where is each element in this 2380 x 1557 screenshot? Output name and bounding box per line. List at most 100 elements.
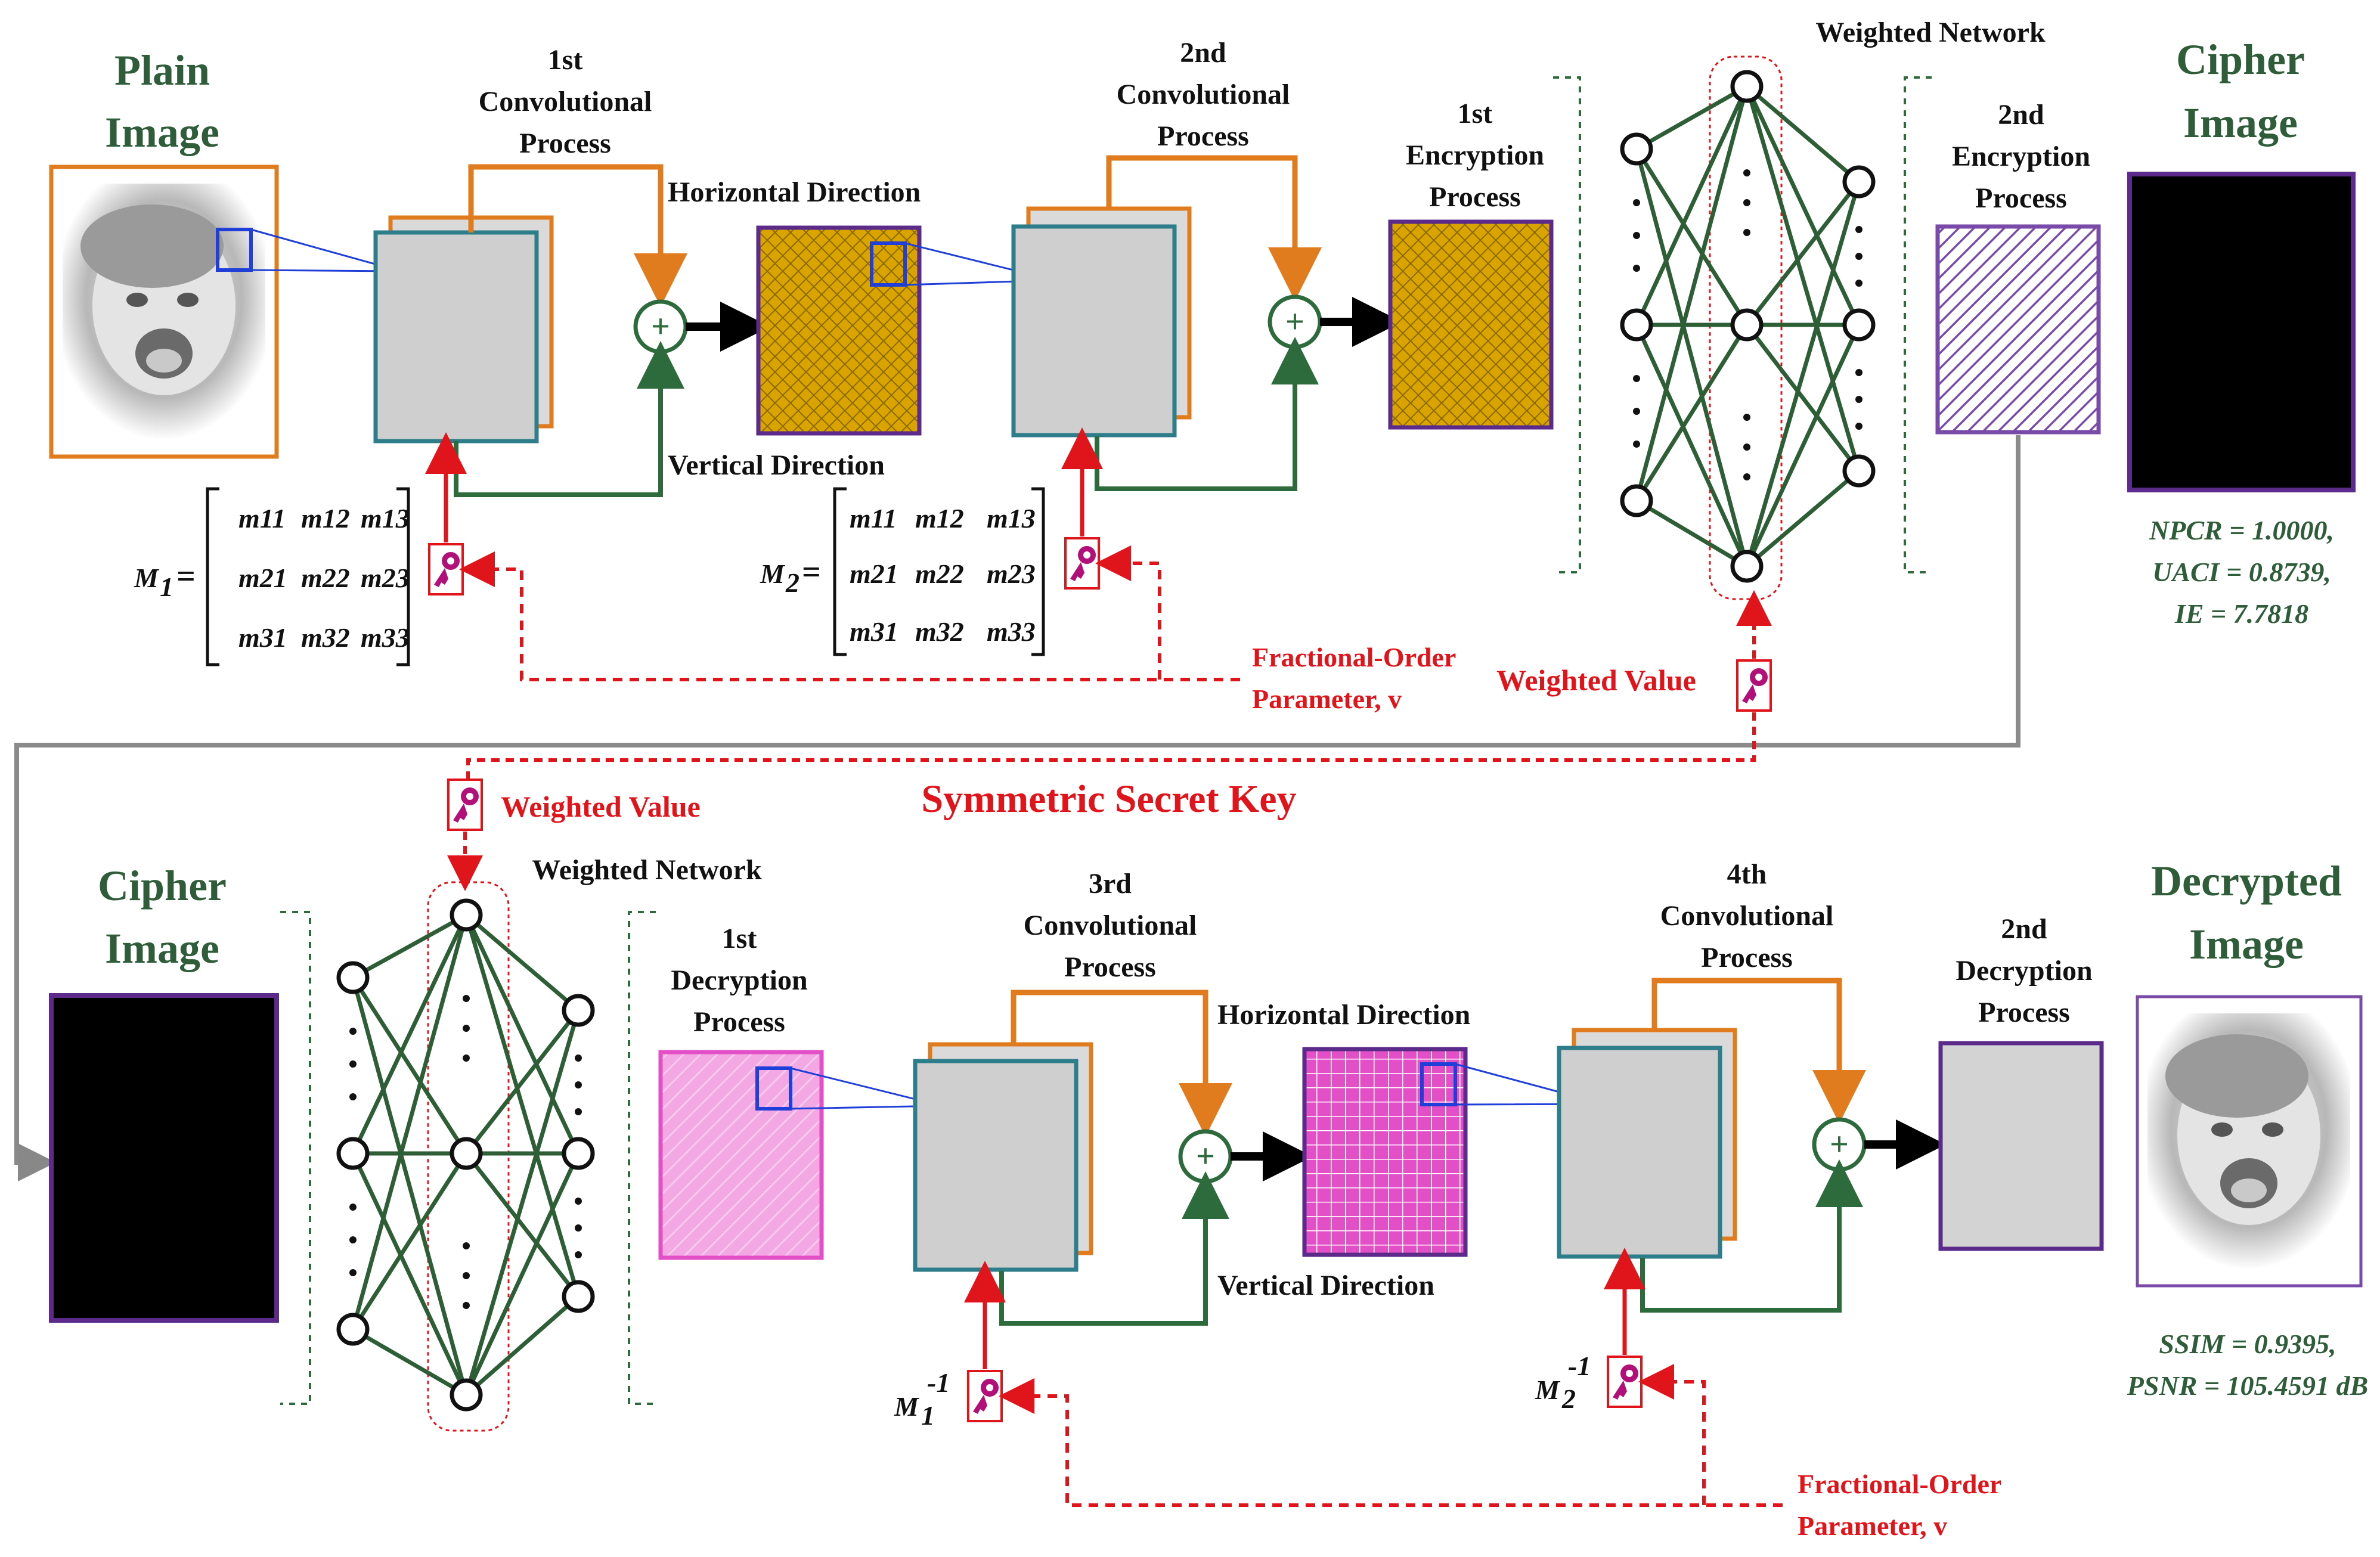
conv4-label-line1: 4th [1727, 858, 1767, 890]
matrix-m2-name: M [760, 559, 786, 589]
encryption-metrics: NPCR = 1.0000, UACI = 0.8739, IE = 7.781… [2149, 515, 2334, 629]
inv-m2-sub: 2 [1561, 1384, 1576, 1414]
m1-cell-12: m12 [301, 503, 350, 534]
bottom-horizontal-direction-label: Horizontal Direction [1217, 999, 1470, 1031]
conv2-label-line3: Process [1157, 120, 1249, 152]
frac-param-to-m2 [1095, 545, 1161, 680]
dec1-label: 1st Decryption Process [671, 923, 807, 1038]
conv2-orange-arrow [1106, 155, 1322, 301]
top-weighted-network-label: Weighted Network [1815, 17, 2046, 48]
bottom-frac-param-line2: Parameter, v [1798, 1511, 1947, 1541]
m2-cell-22: m22 [915, 559, 964, 589]
conv2-label: 2nd Convolutional Process [1117, 37, 1290, 152]
enc2-label-line3: Process [1975, 182, 2067, 214]
plain-image-title: Plain Image [105, 46, 219, 156]
svg-text:=: = [802, 554, 821, 591]
enc2-label: 2nd Encryption Process [1952, 99, 2090, 214]
dec2-label-line2: Decryption [1956, 955, 2092, 987]
key-icon-weighted-bottom [447, 778, 483, 831]
conv4-block [1557, 1028, 1737, 1259]
top-frac-param-line1: Fractional-Order [1252, 642, 1456, 672]
conv2-block [1011, 206, 1192, 438]
top-cipher-title-line2: Image [2183, 99, 2298, 147]
m2-cell-12: m12 [915, 503, 964, 534]
symmetric-secret-key-label: Symmetric Secret Key [921, 777, 1296, 821]
conv3-orange-arrow [1011, 990, 1232, 1137]
conv1-label-line3: Process [519, 128, 611, 159]
key-icon-inv-m1 [967, 1370, 1003, 1422]
top-fractional-param: Fractional-Order Parameter, v [1252, 642, 1456, 714]
bottom-weighted-network [351, 913, 581, 1397]
bottom-net-hidden-highlight [427, 881, 510, 1432]
conv3-label: 3rd Convolutional Process [1024, 868, 1197, 983]
m2-cell-31: m31 [850, 616, 898, 647]
bottom-net-bracket-right [628, 911, 656, 1405]
enc1-label-line3: Process [1429, 181, 1521, 213]
m2-cell-33: m33 [987, 616, 1036, 647]
top-cipher-image [2127, 172, 2356, 492]
bottom-cipher-title-line1: Cipher [98, 862, 227, 910]
m1-cell-31: m31 [238, 622, 287, 653]
conv1-block [373, 215, 554, 443]
sum-node-1: + [633, 299, 688, 354]
conv3-block [913, 1042, 1093, 1272]
horizontal-direction-label: Horizontal Direction [668, 176, 921, 208]
bottom-network-ellipses [349, 995, 582, 1309]
bottom-cipher-image [49, 993, 279, 1323]
bottom-cipher-image-title: Cipher Image [98, 862, 227, 972]
metric-psnr: PSNR = 105.4591 dB [2127, 1370, 2368, 1401]
svg-text:+: + [1830, 1126, 1849, 1163]
bottom-weighted-network-label: Weighted Network [532, 854, 762, 886]
conv4-label-line3: Process [1701, 942, 1793, 973]
inv-m1-name: M [894, 1391, 920, 1422]
enc1-block [1388, 219, 1554, 430]
symmetric-key-link [466, 712, 1756, 781]
conv1-label-line2: Convolutional [479, 86, 652, 117]
m2-cell-23: m23 [987, 559, 1036, 589]
inv-m1-sub: 1 [921, 1400, 935, 1431]
bottom-vertical-direction-label: Vertical Direction [1217, 1270, 1434, 1301]
matrix-m2-sub: 2 [785, 567, 799, 598]
decrypted-image [2136, 995, 2363, 1288]
top-weighted-value-label: Weighted Value [1496, 663, 1696, 697]
conv1-label-line1: 1st [548, 44, 583, 76]
conv1-orange-arrow [468, 164, 687, 307]
metric-uaci: UACI = 0.8739, [2152, 557, 2331, 587]
vertical-direction-label: Vertical Direction [668, 449, 885, 481]
m1-cell-11: m11 [238, 503, 286, 534]
sum-node-3: + [1178, 1129, 1233, 1184]
key-icon-m2 [1064, 537, 1100, 590]
metric-ssim: SSIM = 0.9395, [2159, 1329, 2336, 1359]
horizontal-encrypted-block [756, 225, 1055, 436]
bottom-cipher-title-line2: Image [105, 925, 219, 972]
m2-cell-11: m11 [850, 503, 897, 534]
bottom-fractional-param: Fractional-Order Parameter, v [1798, 1469, 2001, 1541]
m1-cell-21: m21 [238, 563, 287, 593]
conv1-label: 1st Convolutional Process [479, 44, 652, 159]
sum-node-2: + [1268, 294, 1322, 349]
conv3-label-line2: Convolutional [1024, 910, 1197, 941]
dec2-label-line1: 2nd [2001, 913, 2047, 945]
matrix-m1-name: M [134, 563, 160, 593]
bottom-net-bracket-left [280, 911, 311, 1405]
svg-text:+: + [1285, 303, 1304, 340]
top-network-ellipses [1633, 169, 1863, 480]
dec2-block [1938, 1041, 2104, 1251]
matrix-m2: M 2 = m11 m12 m13 m21 m22 m23 m31 m32 m3… [760, 487, 1045, 656]
top-cipher-title-line1: Cipher [2176, 36, 2305, 83]
m1-cell-23: m23 [361, 563, 410, 593]
bottom-frac-param-to-inv-m2 [1638, 1364, 1706, 1505]
dec1-label-line1: 1st [722, 923, 757, 954]
conv3-label-line1: 3rd [1089, 868, 1132, 900]
key-icon-weighted-top [1736, 659, 1772, 712]
m1-cell-13: m13 [361, 503, 410, 534]
conv4-orange-arrow [1651, 978, 1866, 1124]
conv4-label-line2: Convolutional [1660, 900, 1834, 932]
svg-text:=: = [176, 558, 196, 595]
inv-m1-sup: -1 [927, 1367, 950, 1398]
dec1-label-line3: Process [693, 1006, 785, 1038]
decrypted-title-line2: Image [2189, 920, 2304, 968]
top-frac-param-line2: Parameter, v [1252, 684, 1402, 714]
frac-param-to-m1 [459, 551, 1240, 681]
m1-cell-32: m32 [301, 622, 350, 653]
